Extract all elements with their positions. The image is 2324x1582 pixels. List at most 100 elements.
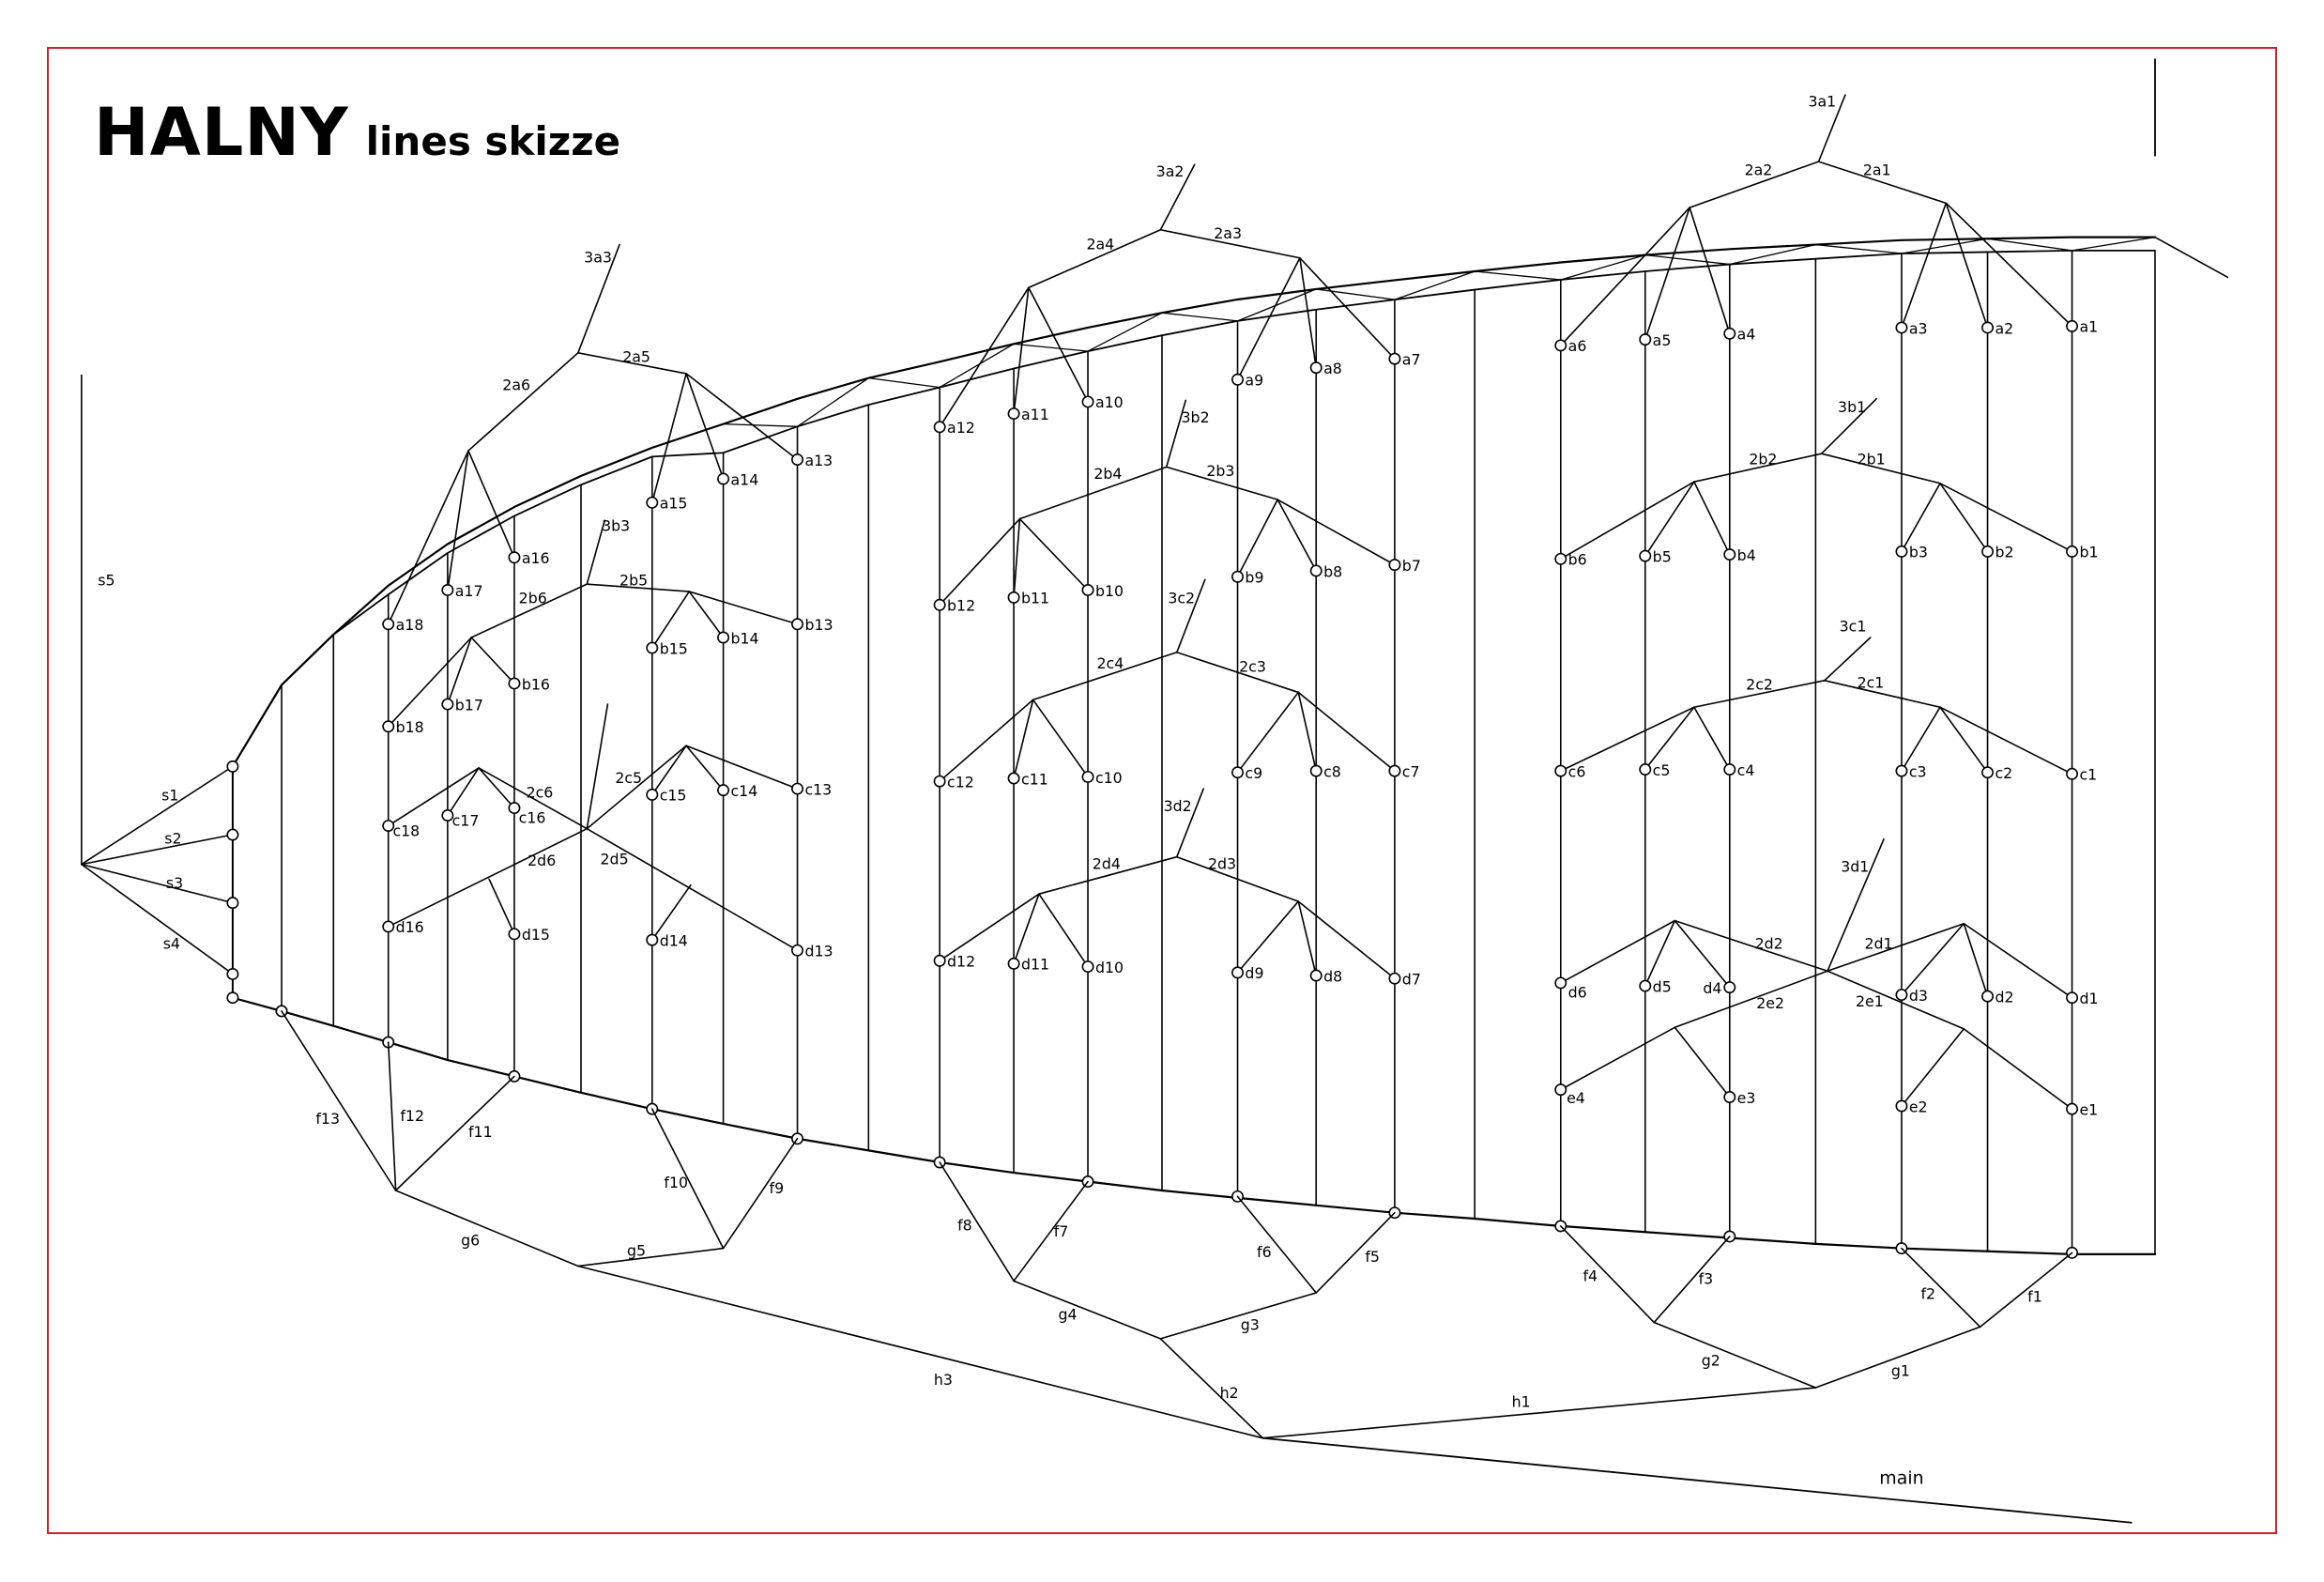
label-d13: d13 bbox=[804, 943, 833, 960]
attach-point-d16 bbox=[382, 920, 395, 933]
label-c15: c15 bbox=[660, 787, 687, 805]
label-d3: d3 bbox=[1909, 987, 1928, 1005]
line-segment-35 bbox=[1161, 312, 1239, 322]
attach-point-b14 bbox=[717, 631, 730, 644]
line-segment-101 bbox=[1277, 499, 1318, 572]
line-segment-157 bbox=[586, 827, 799, 951]
label-b7: b7 bbox=[1402, 557, 1421, 575]
attach-point-d6 bbox=[1554, 976, 1567, 990]
label-b5: b5 bbox=[1653, 547, 1672, 565]
label-f4: f4 bbox=[1582, 1267, 1598, 1284]
line-segment-48 bbox=[81, 765, 234, 866]
line-segment-105 bbox=[586, 583, 691, 592]
label-f7: f7 bbox=[1054, 1222, 1069, 1240]
label-e3: e3 bbox=[1737, 1089, 1756, 1107]
line-segment-32 bbox=[939, 343, 1015, 389]
line-segment-80 bbox=[685, 373, 725, 480]
label-c9: c9 bbox=[1245, 764, 1262, 782]
attach-point-c18 bbox=[382, 820, 395, 833]
label-d12: d12 bbox=[947, 953, 975, 971]
line-segment-91 bbox=[1901, 482, 1941, 553]
line-segment-126 bbox=[1032, 699, 1089, 778]
label-g4: g4 bbox=[1058, 1305, 1077, 1323]
attach-point-d7 bbox=[1388, 972, 1401, 985]
label-3d1: 3d1 bbox=[1841, 858, 1869, 876]
label-c7: c7 bbox=[1402, 762, 1420, 780]
line-segment-33 bbox=[1013, 343, 1089, 352]
label-a8: a8 bbox=[1323, 360, 1342, 377]
label-a11: a11 bbox=[1021, 406, 1049, 423]
label-a2: a2 bbox=[1995, 319, 2013, 337]
label-a18: a18 bbox=[396, 616, 424, 634]
line-segment-58 bbox=[1817, 94, 1846, 162]
line-segment-200 bbox=[1159, 1338, 1264, 1439]
attach-point-a14 bbox=[717, 472, 730, 485]
line-segment-160 bbox=[488, 878, 515, 935]
attach-point-a2 bbox=[1981, 321, 1995, 334]
label-a7: a7 bbox=[1402, 350, 1421, 368]
line-segment-92 bbox=[1939, 482, 1989, 553]
label-c16: c16 bbox=[519, 808, 546, 826]
line-segment-194 bbox=[1653, 1321, 1817, 1389]
attach-ring-53 bbox=[226, 828, 239, 841]
line-segment-72 bbox=[1028, 286, 1089, 403]
attach-point-b1 bbox=[2066, 545, 2079, 558]
attach-point-a12 bbox=[933, 421, 946, 434]
line-segment-45 bbox=[1986, 238, 2073, 252]
line-segment-79 bbox=[685, 373, 799, 461]
attach-ring-56 bbox=[226, 991, 239, 1005]
attach-point-a11 bbox=[1007, 407, 1020, 421]
line-segment-78 bbox=[577, 352, 687, 375]
label-a4: a4 bbox=[1737, 326, 1756, 344]
label-g2: g2 bbox=[1702, 1351, 1720, 1369]
label-e4: e4 bbox=[1567, 1089, 1585, 1107]
label-b15: b15 bbox=[660, 639, 688, 657]
label-2c1: 2c1 bbox=[1858, 674, 1885, 692]
line-segment-102 bbox=[1277, 499, 1396, 566]
line-segment-164 bbox=[1674, 1026, 1731, 1098]
line-segment-77 bbox=[467, 352, 579, 452]
label-2b3: 2b3 bbox=[1206, 462, 1234, 480]
attach-point-d15 bbox=[508, 928, 521, 941]
label-f1: f1 bbox=[2027, 1287, 2042, 1305]
attach-point-d14 bbox=[646, 933, 659, 946]
attach-point-d9 bbox=[1231, 966, 1245, 979]
line-segment-193 bbox=[1814, 1326, 1981, 1389]
label-s2: s2 bbox=[164, 829, 181, 847]
line-segment-121 bbox=[1175, 578, 1206, 653]
line-segment-27 bbox=[2154, 236, 2229, 279]
label-2a5: 2a5 bbox=[622, 347, 650, 365]
attach-point-b16 bbox=[508, 677, 521, 690]
attach-point-c5 bbox=[1639, 763, 1652, 776]
line-segment-86 bbox=[1693, 453, 1823, 484]
line-segment-83 bbox=[447, 450, 469, 591]
line-segment-125 bbox=[1013, 699, 1034, 779]
attach-point-a5 bbox=[1639, 333, 1652, 346]
line-segment-118 bbox=[1901, 706, 1941, 772]
attach-point-d3 bbox=[1895, 989, 1908, 1002]
attach-point-b2 bbox=[1981, 545, 1995, 558]
attach-point-c13 bbox=[791, 782, 804, 795]
label-2b4: 2b4 bbox=[1093, 465, 1122, 483]
line-segment-69 bbox=[1159, 228, 1301, 259]
label-g5: g5 bbox=[627, 1241, 646, 1259]
line-segment-104 bbox=[470, 583, 589, 638]
label-h1: h1 bbox=[1512, 1393, 1531, 1411]
line-segment-145 bbox=[1901, 922, 1965, 996]
drawing-frame bbox=[47, 47, 2277, 1534]
attach-point-b4 bbox=[1723, 548, 1736, 561]
line-segment-82 bbox=[467, 450, 515, 559]
line-segment-183 bbox=[1559, 1225, 1656, 1324]
label-d9: d9 bbox=[1245, 964, 1263, 982]
attach-point-b18 bbox=[382, 720, 395, 733]
line-segment-90 bbox=[1693, 481, 1731, 556]
label-2c4: 2c4 bbox=[1097, 654, 1124, 672]
label-c4: c4 bbox=[1737, 761, 1755, 779]
attach-point-c3 bbox=[1895, 764, 1908, 777]
line-segment-87 bbox=[1820, 453, 1941, 484]
label-s1: s1 bbox=[161, 787, 178, 805]
line-segment-141 bbox=[1827, 922, 1965, 973]
line-segment-159 bbox=[650, 883, 692, 941]
label-2e2: 2e2 bbox=[1756, 994, 1784, 1012]
line-segment-143 bbox=[1644, 919, 1676, 987]
